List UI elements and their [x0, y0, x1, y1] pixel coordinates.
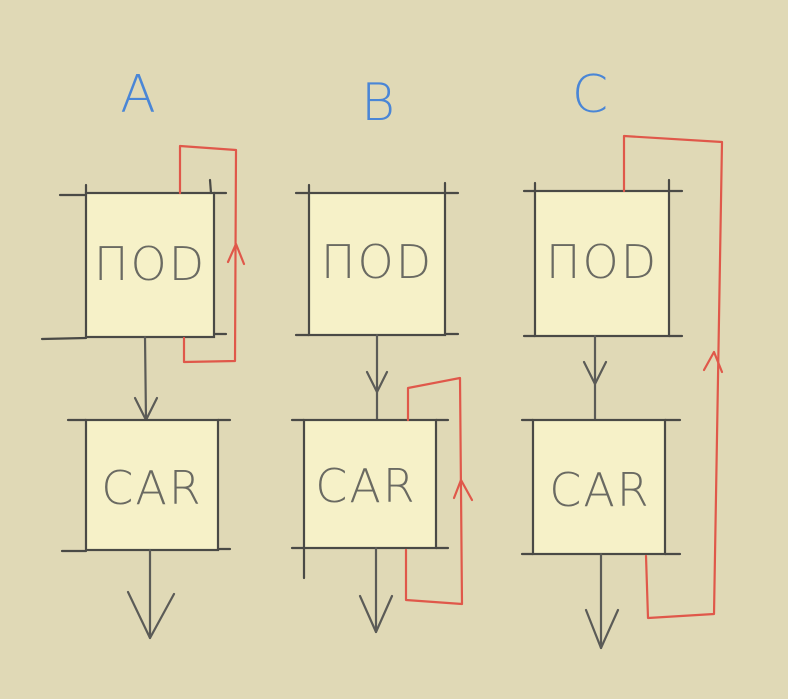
column-a: A ПОD CAR	[40, 65, 246, 640]
flow-arrow-b-mid	[365, 333, 389, 422]
flow-arrow-a-mid	[133, 335, 159, 422]
flow-arrow-a-out	[126, 548, 176, 640]
pod-box-a: ПОD	[40, 178, 228, 341]
pod-box-c: ПОD	[522, 178, 684, 338]
feedback-arrow-c	[622, 134, 724, 620]
pod-label-b: ПОD	[321, 235, 433, 289]
car-label-b: CAR	[315, 459, 417, 513]
column-c: C ПОD CAR	[520, 65, 724, 650]
car-box-a: CAR	[60, 418, 232, 553]
pod-box-b: ПОD	[294, 181, 460, 337]
pod-label-c: ПОD	[546, 235, 658, 289]
flow-arrow-b-out	[358, 546, 394, 634]
car-label-a: CAR	[101, 461, 203, 515]
column-label-c: C	[572, 65, 608, 125]
flow-arrow-c-out	[584, 552, 620, 650]
feedback-arrow-b	[404, 376, 474, 606]
column-label-a: A	[120, 65, 156, 125]
pod-label-a: ПОD	[94, 237, 206, 291]
flow-arrow-c-mid	[582, 334, 608, 422]
feedback-arrow-a	[178, 144, 246, 364]
car-box-c: CAR	[520, 418, 682, 556]
column-b: B ПОD CAR	[290, 73, 474, 634]
car-label-c: CAR	[549, 463, 651, 517]
column-label-b: B	[361, 73, 395, 133]
car-box-b: CAR	[290, 418, 450, 580]
